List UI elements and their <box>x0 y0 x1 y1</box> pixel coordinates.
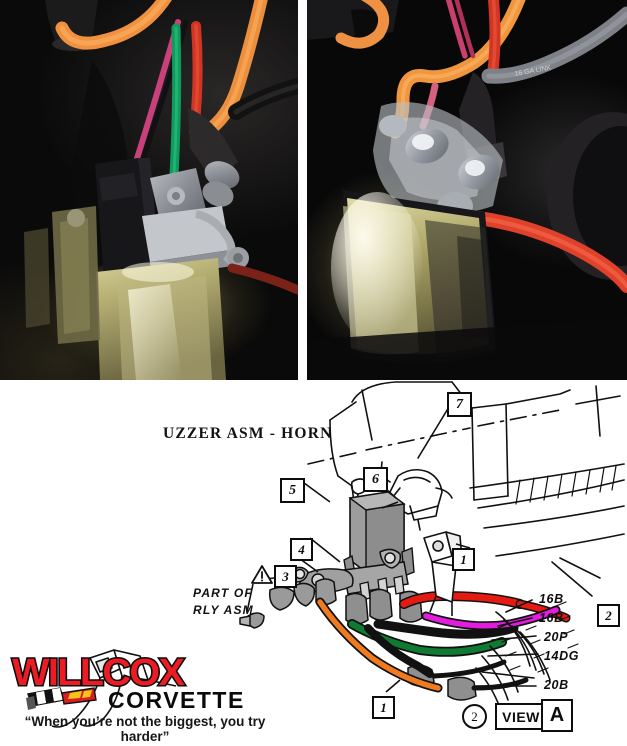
diagram-linework <box>51 381 625 728</box>
callout-4[interactable]: 4 <box>290 538 313 561</box>
logo-willcox-text: WILLCOX <box>12 652 185 694</box>
corvette-crossed-flags-icon <box>26 687 97 710</box>
left-photo-content <box>24 0 298 380</box>
warning-triangle-icon <box>251 565 273 584</box>
callout-6[interactable]: 6 <box>363 467 388 492</box>
view-letter: A <box>541 699 573 732</box>
callout-2-right[interactable]: 2 <box>597 604 620 627</box>
wiring-diagram <box>0 380 627 746</box>
right-photo-content: 16 GA LINK <box>307 0 627 380</box>
callout-1-bottom[interactable]: 1 <box>372 696 395 719</box>
photo-strip: 16 GA LINK <box>0 0 627 380</box>
callout-7[interactable]: 7 <box>447 392 472 417</box>
wire-label-16b-2: 16B <box>539 611 564 625</box>
note-line-1: PART OF <box>193 586 253 600</box>
horn-relay-terminals-photo: 16 GA LINK <box>307 0 627 380</box>
wire-label-14dg: 14DG <box>544 649 580 663</box>
callout-5[interactable]: 5 <box>280 478 305 503</box>
view-reference-number[interactable]: 2 <box>462 704 487 729</box>
wire-label-20p: 20P <box>544 630 569 644</box>
view-label: VIEW <box>495 703 547 730</box>
diagram-title: UZZER ASM - HORN <box>163 425 333 442</box>
callout-1-right[interactable]: 1 <box>452 548 475 571</box>
willcox-corvette-logo[interactable]: WILLCOX CORVETTE <box>8 650 280 714</box>
part-of-rly-asm-note: PART OF RLY ASM <box>193 585 254 619</box>
note-line-2: RLY ASM <box>193 603 254 617</box>
wire-label-20b: 20B <box>544 678 569 692</box>
brand-tagline: “When you’re not the biggest, you try ha… <box>24 714 266 744</box>
callout-3[interactable]: 3 <box>274 565 297 588</box>
wire-label-16b-1: 16B <box>539 592 564 606</box>
logo-corvette-text: CORVETTE <box>108 687 245 713</box>
logo-graphic: WILLCOX CORVETTE <box>11 650 245 713</box>
horn-relay-installed-photo <box>0 0 298 380</box>
